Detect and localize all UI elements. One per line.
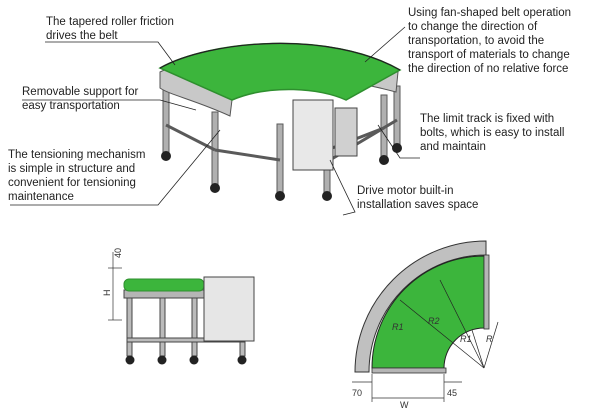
caster-wheel <box>322 191 332 201</box>
leader-roller-friction <box>45 41 176 66</box>
callout-removable-support: Removable support for easy transportatio… <box>22 86 139 112</box>
plan-radius-lines <box>399 279 499 369</box>
side-leg <box>191 297 198 357</box>
plan-dim-lines <box>352 374 462 402</box>
caster-wheel <box>275 191 285 201</box>
side-leg <box>126 297 133 357</box>
caster-wheel <box>379 155 389 165</box>
leader-drive-motor <box>329 159 356 216</box>
dim-plan-right: 45 <box>447 388 457 398</box>
side-caster <box>157 355 167 365</box>
frame-brace <box>214 148 281 162</box>
leader-tensioning <box>10 129 221 206</box>
side-motor-cover <box>203 276 255 342</box>
leader-fan-belt <box>364 26 406 63</box>
conveyor-casters <box>161 143 402 201</box>
callout-roller-friction: The tapered roller friction drives the b… <box>46 16 174 42</box>
plan-end-rail <box>483 254 490 330</box>
callout-fan-belt: Using fan-shaped belt operation to chang… <box>408 7 572 75</box>
side-casters <box>125 355 247 365</box>
callout-drive-motor: Drive motor built-in installation saves … <box>357 185 479 211</box>
caster-wheel <box>161 151 171 161</box>
side-caster <box>237 355 247 365</box>
frame-leg <box>393 85 401 145</box>
dim-plan-r: R <box>486 334 493 344</box>
side-caster <box>125 355 135 365</box>
side-caster <box>189 355 199 365</box>
radius-line <box>399 299 485 369</box>
plan-belt <box>371 255 485 369</box>
side-elevation-view: 40 H <box>102 248 255 365</box>
motor-cover <box>292 99 334 171</box>
dim-plan-r2: R2 <box>428 316 440 326</box>
leader-limit-track <box>377 124 420 159</box>
callout-tensioning: The tensioning mechanism is simple in st… <box>8 149 146 203</box>
dim-plan-left: 70 <box>352 388 362 398</box>
side-leg <box>159 297 166 357</box>
curved-conveyor-3d <box>158 42 402 201</box>
dim-plan-r1-inner: R1 <box>392 322 404 332</box>
caster-wheel <box>210 183 220 193</box>
plan-end-rail <box>371 367 447 374</box>
callout-limit-track: The limit track is fixed with bolts, whi… <box>420 113 565 153</box>
dim-plan-width: W <box>400 400 409 410</box>
radius-line <box>471 329 485 369</box>
dim-side-top: 40 <box>113 248 123 258</box>
leader-removable-support <box>22 99 197 111</box>
dim-side-height: H <box>102 290 112 297</box>
drive-motor <box>334 107 358 157</box>
side-belt <box>123 278 205 292</box>
plan-outer-rail <box>354 240 487 373</box>
frame-brace <box>165 123 216 152</box>
frame-leg <box>162 89 170 153</box>
radius-line <box>483 321 499 369</box>
caster-wheel <box>392 143 402 153</box>
frame-leg <box>276 123 284 193</box>
dim-plan-r1-outer: R1 <box>460 334 472 344</box>
callout-leaders <box>10 26 420 216</box>
plan-view: R1 R2 R1 R 70 45 W <box>352 240 499 410</box>
radius-line <box>439 279 485 369</box>
